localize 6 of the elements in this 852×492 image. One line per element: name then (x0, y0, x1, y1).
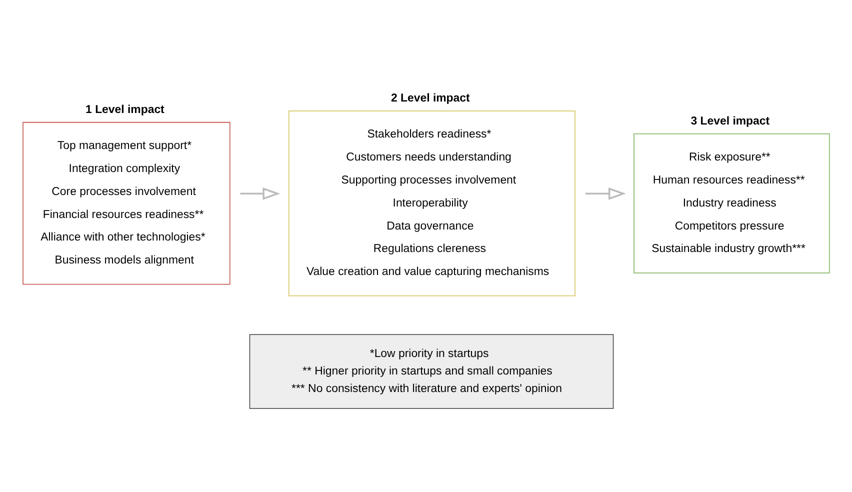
node-label: 2 Level impact (391, 92, 470, 104)
node-label: 1 Level impact (86, 104, 164, 116)
arrow (585, 187, 626, 200)
node-label: 3 Level impact (690, 114, 770, 127)
node-box: *Low priority in startups ** Higner priority in startups and small companies *** No consistency with literature and experts' opinion (249, 334, 614, 408)
arrow (240, 187, 280, 200)
